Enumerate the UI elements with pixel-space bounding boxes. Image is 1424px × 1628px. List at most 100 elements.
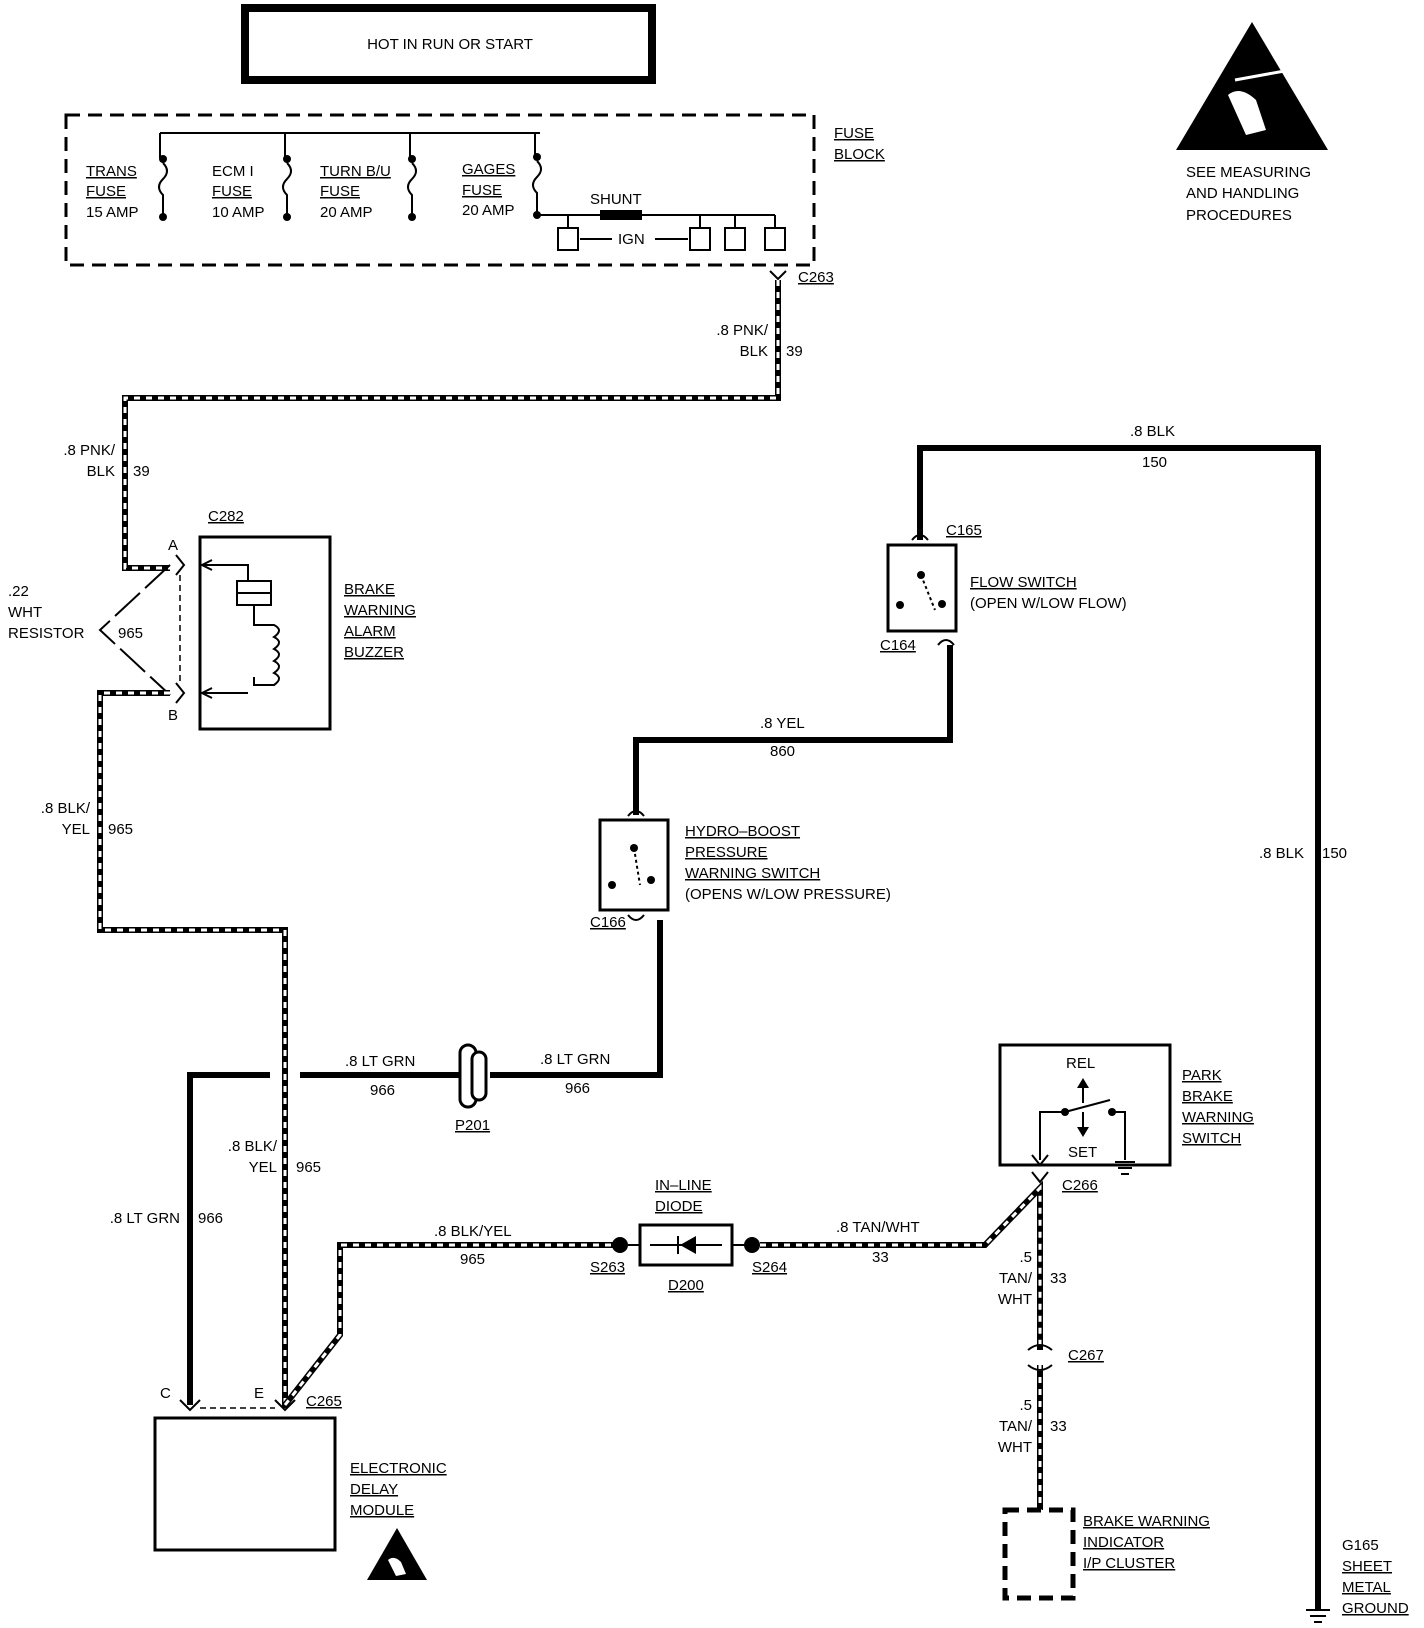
w965-left-size: .8 BLK/ [41, 800, 91, 817]
s263-splice [612, 1237, 628, 1253]
park-set-label: SET [1068, 1144, 1097, 1161]
fuse-block: TRANS FUSE 15 AMP ECM I FUSE 10 AMP TURN… [64, 113, 885, 267]
fuse-word: FUSE [462, 182, 502, 199]
p201-label: P201 [455, 1117, 490, 1134]
flow-label-1: FLOW SWITCH [970, 574, 1077, 591]
buzzer-label-3: ALARM [344, 623, 396, 640]
indicator-label-2: INDICATOR [1083, 1534, 1164, 1551]
w965-mid-circuit: 965 [296, 1159, 321, 1176]
g165-label: G165 [1342, 1537, 1379, 1554]
c266-connector-icon [1031, 1171, 1049, 1184]
w860-circuit: 860 [770, 743, 795, 760]
w965-mid-size: .8 BLK/ [228, 1138, 278, 1155]
w965-mid-color: YEL [249, 1159, 277, 1176]
hydro-label-2: PRESSURE [685, 844, 768, 861]
w965-bottom-label: .8 BLK/YEL [434, 1223, 512, 1240]
c267-label: C267 [1068, 1347, 1104, 1364]
in-line-diode [628, 1223, 746, 1267]
w150-top-circuit: 150 [1142, 454, 1167, 471]
w150-right-label: .8 BLK [1259, 845, 1304, 862]
w33-a-size: .5 [1019, 1249, 1032, 1266]
fuse-name: TURN B/U [320, 163, 391, 180]
resistor-circuit: 965 [118, 625, 143, 642]
ground-label-2: METAL [1342, 1579, 1391, 1596]
park-rel-label: REL [1066, 1055, 1095, 1072]
header-title: HOT IN RUN OR START [367, 36, 533, 53]
fuse-rating: 20 AMP [320, 204, 373, 221]
esd-note-2: AND HANDLING [1186, 185, 1299, 202]
w33-a-circuit: 33 [1050, 1270, 1067, 1287]
fuse-trans: TRANS FUSE 15 AMP [86, 133, 168, 221]
pin-c-label: C [160, 1385, 171, 1402]
ground-label-1: SHEET [1342, 1558, 1392, 1575]
hydro-label-1: HYDRO–BOOST [685, 823, 800, 840]
c166-label: C166 [590, 914, 626, 931]
header-box: HOT IN RUN OR START [241, 4, 656, 84]
w33-b-size: .5 [1019, 1397, 1032, 1414]
w965-bottom-circuit: 965 [460, 1251, 485, 1268]
wire-33 [760, 1180, 1043, 1510]
fuse-word: FUSE [320, 183, 360, 200]
w39-top-size: .8 PNK/ [716, 322, 769, 339]
w965-left-color: YEL [62, 821, 90, 838]
wire-965-upper [97, 690, 288, 1408]
s264-splice [744, 1237, 760, 1253]
d200-label: D200 [668, 1277, 704, 1294]
w39-top-color: BLK [740, 343, 768, 360]
fuse-rating: 10 AMP [212, 204, 265, 221]
shunt-label: SHUNT [590, 191, 642, 208]
wire-150 [917, 445, 1321, 1610]
indicator-label-3: I/P CLUSTER [1083, 1555, 1175, 1572]
c263-connector-icon [769, 270, 787, 281]
brake-warning-indicator [1002, 1507, 1076, 1601]
fuse-word: FUSE [212, 183, 252, 200]
w39-left-circuit: 39 [133, 463, 150, 480]
esd-warning-icon [1176, 22, 1328, 150]
hydro-boost-switch [598, 810, 670, 921]
delay-label-3: MODULE [350, 1502, 414, 1519]
w33-a-color1: TAN/ [999, 1270, 1033, 1287]
park-label-1: PARK [1182, 1067, 1222, 1084]
w966-b-label: .8 LT GRN [540, 1051, 610, 1068]
fuse-ecm: ECM I FUSE 10 AMP [212, 133, 292, 221]
ground-icon [1306, 1609, 1330, 1623]
wire-39 [122, 280, 781, 571]
w965-left-circuit: 965 [108, 821, 133, 838]
w33-h-circuit: 33 [872, 1249, 889, 1266]
pin-a-connector-icon [175, 554, 186, 576]
p201-connector-icon [458, 1043, 488, 1109]
w39-left-size: .8 PNK/ [63, 442, 116, 459]
diode-label-1: IN–LINE [655, 1177, 712, 1194]
delay-label-2: DELAY [350, 1481, 398, 1498]
resistor-size: .22 [8, 583, 29, 600]
esd-note-1: SEE MEASURING [1186, 164, 1311, 181]
electronic-delay-module [153, 1416, 337, 1552]
fuse-gages: GAGES FUSE 20 AMP [462, 133, 542, 219]
fuse-block-label: FUSE [834, 125, 874, 142]
esd-note-3: PROCEDURES [1186, 207, 1292, 224]
buzzer-label-4: BUZZER [344, 644, 404, 661]
c266-label: C266 [1062, 1177, 1098, 1194]
flow-label-2: (OPEN W/LOW FLOW) [970, 595, 1127, 612]
w966-left-label: .8 LT GRN [110, 1210, 180, 1227]
pin-b-connector-icon [175, 682, 186, 704]
park-label-3: WARNING [1182, 1109, 1254, 1126]
pin-c-connector-icon [179, 1399, 201, 1412]
w150-top-label: .8 BLK [1130, 423, 1175, 440]
w966-a-circuit: 966 [370, 1082, 395, 1099]
fuse-block-label-2: BLOCK [834, 146, 885, 163]
brake-warning-alarm-buzzer [198, 535, 332, 731]
w966-left-circuit: 966 [198, 1210, 223, 1227]
delay-label-1: ELECTRONIC [350, 1460, 447, 1477]
w33-a-color2: WHT [998, 1291, 1032, 1308]
w860-label: .8 YEL [760, 715, 805, 732]
w966-a-label: .8 LT GRN [345, 1053, 415, 1070]
shunt: SHUNT IGN [537, 191, 786, 251]
pin-e-connector-icon [274, 1399, 296, 1412]
s264-label: S264 [752, 1259, 787, 1276]
c263-label: C263 [798, 269, 834, 286]
c267-connector-icon [1027, 1344, 1053, 1371]
w33-b-color1: TAN/ [999, 1418, 1033, 1435]
buzzer-label-1: BRAKE [344, 581, 395, 598]
park-label-4: SWITCH [1182, 1130, 1241, 1147]
